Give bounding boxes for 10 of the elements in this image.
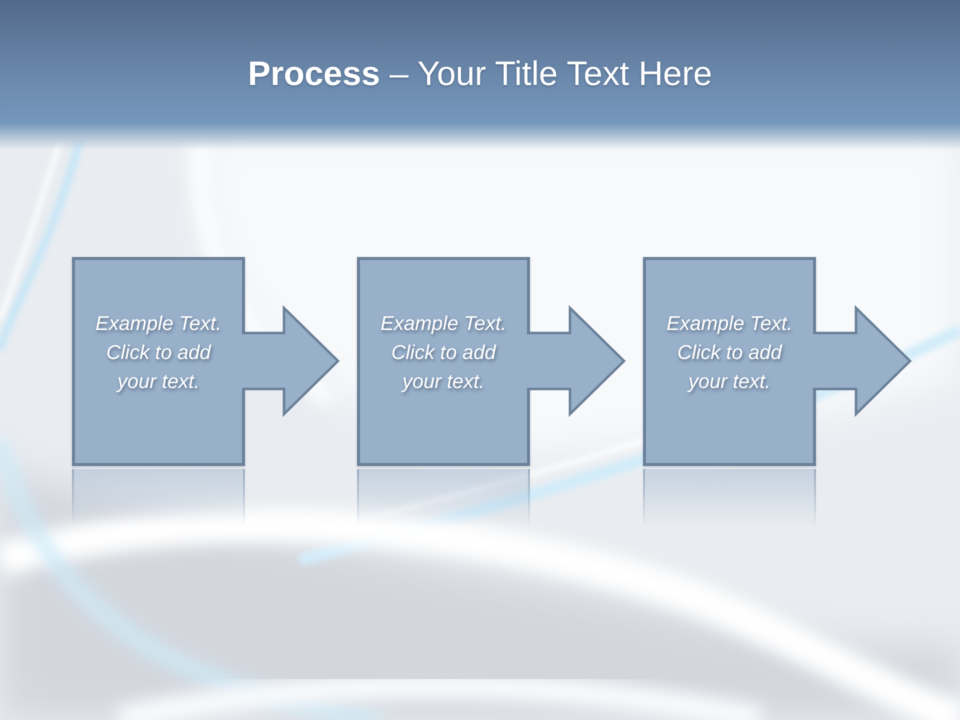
block-arrow — [812, 305, 912, 417]
block-arrow — [526, 305, 626, 417]
title: Process – Your Title Text Here — [248, 54, 712, 95]
box-text: Example Text. Click to add your text. — [380, 312, 508, 395]
process-box — [357, 257, 530, 466]
box-text: Example Text. Click to add your text. — [666, 312, 794, 395]
block-arrow — [240, 305, 340, 417]
box-text: Example Text. Click to add your text. — [94, 312, 222, 395]
process-box — [643, 257, 816, 466]
process-box — [72, 257, 245, 466]
